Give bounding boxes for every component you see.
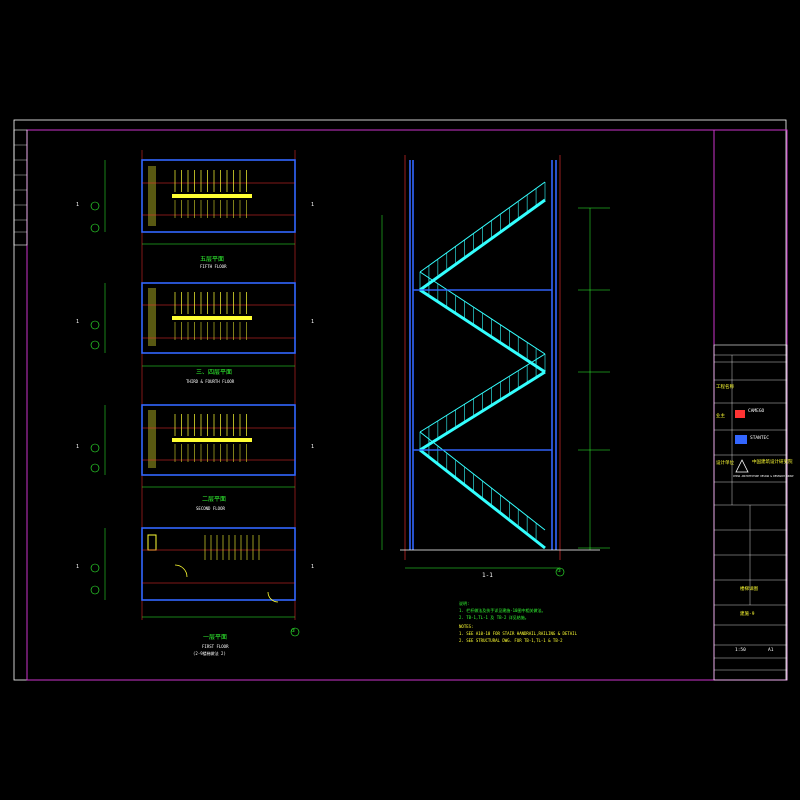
- grid-bubble: [90, 585, 100, 595]
- title-block-partner: CAMEGO: [748, 409, 765, 414]
- title-block-drawing-title: 楼梯详图: [740, 587, 758, 592]
- grid-bubbles: [90, 201, 300, 637]
- title-block-company-en: CHINA ARCHITECTURE DESIGN & RESEARCH GRO…: [733, 475, 794, 478]
- plan-third-fourth-floor: [141, 282, 296, 354]
- plan-fifth-subtitle: FIFTH FLOOR: [200, 264, 227, 269]
- title-block-sheet: A1: [768, 648, 774, 653]
- title-block-consultant-label: 设计单位: [716, 461, 734, 466]
- plan-second-floor: [141, 404, 296, 476]
- plan-fifth-title: 五层平面: [200, 256, 225, 263]
- grid-bubble: [90, 443, 100, 453]
- plan-second-title: 二层平面: [202, 496, 227, 503]
- title-block-company-cn: 中国建筑设计研究院: [752, 460, 793, 465]
- notes-item-2: 2. TB-1,TL-1 及 TB-2 详见结施。: [459, 615, 529, 620]
- stair-handrail: [419, 431, 546, 531]
- cadg-logo-mark: [735, 459, 749, 473]
- grid-label-1g: 1: [76, 564, 80, 570]
- notes-item-3: NOTES:: [459, 624, 474, 629]
- plan-first-subtitle: FIRST FLOOR: [202, 644, 229, 649]
- grid-label-1f: 1: [311, 444, 315, 450]
- grid-label-1d: 1: [311, 319, 315, 325]
- section-title: 1-1: [482, 572, 493, 579]
- grid-label-1: 1: [76, 202, 80, 208]
- title-block-scale: 1:50: [735, 648, 746, 653]
- plan-grid-lines: [141, 150, 296, 620]
- section-walls: [409, 160, 557, 550]
- title-block: [713, 130, 788, 681]
- plan-fifth-floor: [141, 159, 296, 233]
- stair-plans: [90, 150, 300, 637]
- sheet-inner-border: [26, 129, 788, 681]
- section-axis-bubble: [555, 567, 565, 577]
- stair-handrail: [172, 316, 252, 320]
- plan-third-fourth-subtitle: THIRD & FOURTH FLOOR: [186, 379, 235, 384]
- grid-bubble: [290, 627, 300, 637]
- notes-item-5: 2. SEE STRUCTURAL DWG. FOR TB-1,TL-1 & T…: [459, 638, 563, 643]
- section-dimension-lines: [381, 207, 610, 569]
- stair-flights: [413, 181, 552, 550]
- stair-handrail: [419, 271, 546, 355]
- grid-bubble: [90, 340, 100, 350]
- partner-logo-mark: [735, 410, 745, 418]
- grid-bubble: [90, 563, 100, 573]
- stair-handrail: [172, 194, 252, 198]
- axis-label-section: ①: [557, 568, 562, 574]
- grid-bubble: [90, 320, 100, 330]
- title-block-project-label: 工程名称: [716, 385, 734, 390]
- grid-bubble: [90, 201, 100, 211]
- stair-handrail: [419, 353, 546, 433]
- plan-first-note: (2-9楼梯做法 2): [193, 651, 226, 656]
- grid-label-1h: 1: [311, 564, 315, 570]
- plan-dimension-lines: [104, 160, 295, 618]
- stair-treads: [172, 170, 260, 560]
- door-swing-arc: [174, 564, 188, 578]
- plan-second-subtitle: SECOND FLOOR: [196, 506, 225, 511]
- sheet-outer-border: [13, 119, 787, 681]
- plan-third-fourth-title: 三、四层平面: [196, 369, 233, 376]
- title-block-drawing-no: 建施-9: [740, 612, 755, 617]
- stair-section: [381, 155, 610, 577]
- stantec-logo-mark: [735, 435, 747, 444]
- grid-label-1e: 1: [76, 444, 80, 450]
- notes-heading: 说明:: [459, 601, 470, 606]
- stair-handrail: [419, 181, 546, 273]
- grid-label-1b: 1: [311, 202, 315, 208]
- revision-strip-rows: [14, 144, 27, 233]
- grid-bubble: [90, 223, 100, 233]
- axis-label-plan: ①: [291, 628, 296, 634]
- notes-item-1: 1. 栏杆做法及扶手详见建施-10图中相关做法。: [459, 608, 546, 613]
- section-grid-lines: [404, 155, 561, 560]
- plan-first-title: 一层平面: [203, 634, 228, 641]
- title-block-client-label: 业主: [716, 414, 725, 419]
- title-block-stantec: STANTEC: [750, 436, 769, 441]
- plan-first-floor: [141, 527, 296, 601]
- stair-handrail: [172, 438, 252, 442]
- door-swing-arc-2: [267, 591, 279, 603]
- grid-bubble: [90, 463, 100, 473]
- revision-strip: [13, 129, 28, 246]
- notes-item-4: 1. SEE A10-10 FOR STAIR HANDRAIL,RAILING…: [459, 631, 578, 636]
- grid-label-1c: 1: [76, 319, 80, 325]
